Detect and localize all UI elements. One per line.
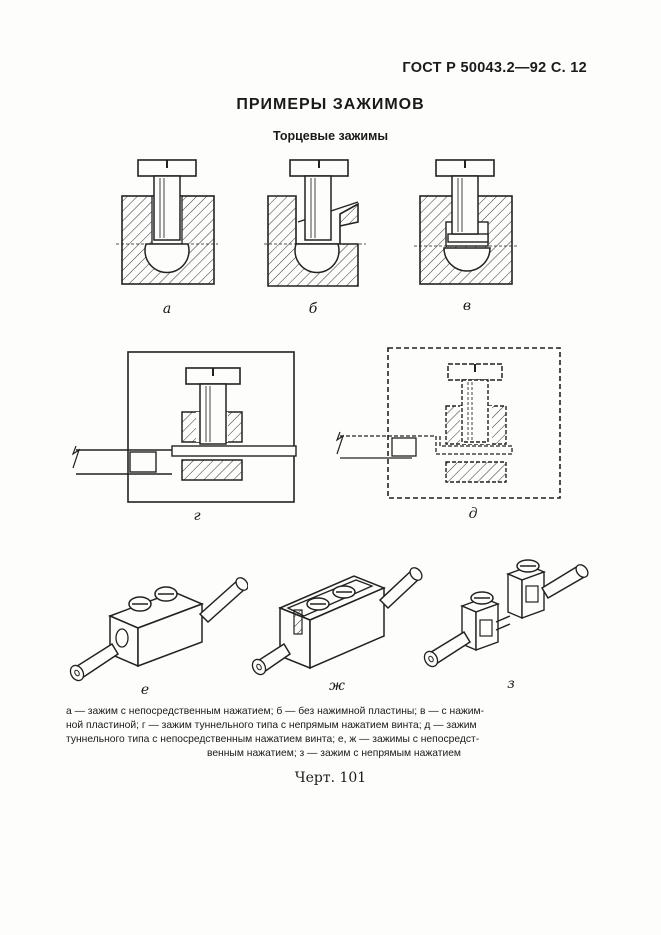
- figure-g-tunnel-terminal: [71, 351, 297, 503]
- legend-line-3: туннельного типа с непосредственным нажа…: [66, 734, 480, 745]
- legend-line-4: венным нажатием; з — зажим с непрямым на…: [206, 748, 462, 759]
- figure-label-g: г: [193, 508, 201, 524]
- legend-line-2: ной пластиной; г — зажим туннельного тип…: [66, 720, 477, 731]
- figure-label-e: е: [140, 682, 150, 698]
- figure-caption: Черт. 101: [294, 770, 367, 786]
- figure-v-terminal: [414, 159, 518, 285]
- figure-label-a: а: [162, 301, 172, 317]
- legend-line-1: а — зажим с непосредственным нажатием; б…: [66, 706, 485, 717]
- figure-legend: а — зажим с непосредственным нажатием; б…: [66, 705, 602, 761]
- figure-label-d: д: [468, 506, 478, 522]
- figure-z-terminal: [423, 559, 589, 668]
- figure-label-v: в: [462, 298, 472, 314]
- figure-label-b: б: [308, 301, 318, 317]
- document-header: ГОСТ Р 50043.2—92 С. 12: [402, 60, 587, 76]
- figure-label-z: з: [507, 676, 515, 692]
- page-title: ПРИМЕРЫ ЗАЖИМОВ: [236, 96, 425, 113]
- figure-e-terminal: [69, 577, 248, 682]
- section-subtitle: Торцевые зажимы: [272, 129, 388, 143]
- figure-b-terminal: [264, 159, 366, 287]
- figure-a-terminal: [116, 159, 218, 285]
- figure-d-tunnel-terminal: [336, 347, 561, 499]
- figure-zh-terminal: [251, 567, 423, 676]
- figure-label-zh: ж: [329, 678, 345, 694]
